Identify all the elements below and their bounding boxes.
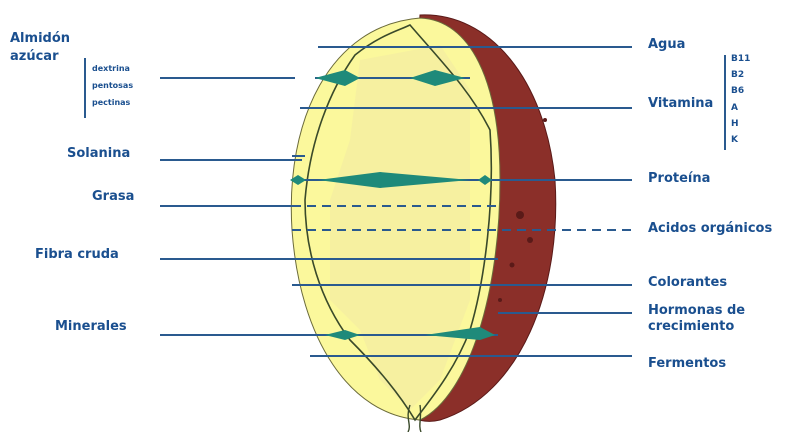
label-azucar: azúcar <box>10 50 58 63</box>
label-vitamin-b2: B2 <box>731 71 744 81</box>
skin-spot <box>516 211 524 219</box>
label-agua: Agua <box>648 38 685 51</box>
label-almidon: Almidón <box>10 32 70 45</box>
label-acidos-organicos: Acidos orgánicos <box>648 222 772 235</box>
skin-spot <box>527 237 533 243</box>
label-pentosas: pentosas <box>92 81 133 90</box>
label-vitamin-k: K <box>731 136 738 146</box>
label-solanina: Solanina <box>67 147 130 160</box>
label-vitamin-h: H <box>731 120 739 130</box>
skin-spot <box>498 298 502 302</box>
label-vitamin-b6: B6 <box>731 87 744 97</box>
label-vitamin-b11: B11 <box>731 55 750 65</box>
label-pectinas: pectinas <box>92 98 130 107</box>
label-fibra-cruda: Fibra cruda <box>35 248 119 261</box>
label-vitamin-a: A <box>731 104 738 114</box>
label-hormonas: Hormonas de <box>648 304 745 317</box>
label-grasa: Grasa <box>92 190 134 203</box>
label-dextrina: dextrina <box>92 64 130 73</box>
label-proteina: Proteína <box>648 172 710 185</box>
label-minerales: Minerales <box>55 320 127 333</box>
label-crecimiento: crecimiento <box>648 320 734 333</box>
skin-spot <box>543 118 547 122</box>
label-colorantes: Colorantes <box>648 276 727 289</box>
label-fermentos: Fermentos <box>648 357 726 370</box>
skin-spot <box>510 263 515 268</box>
label-vitamina: Vitamina <box>648 97 713 110</box>
